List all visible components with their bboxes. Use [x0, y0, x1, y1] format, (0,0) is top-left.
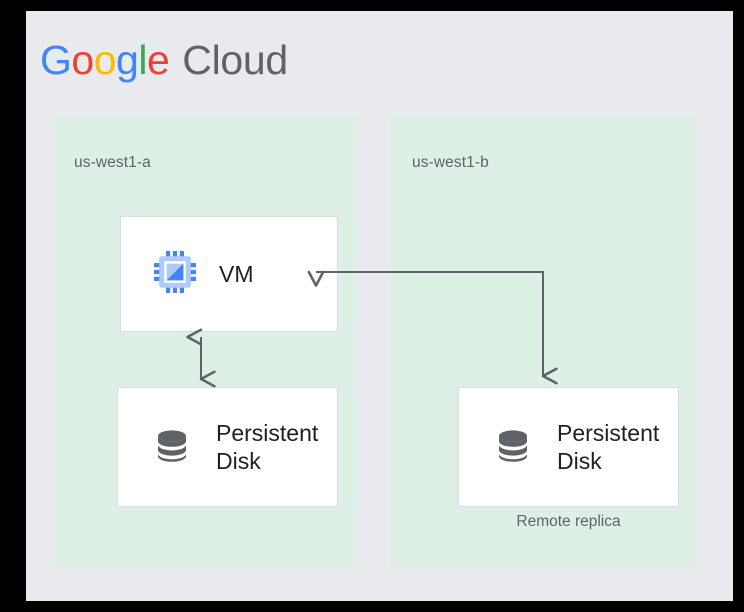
node-persistent-disk-replica-label: Persistent Disk [557, 419, 660, 474]
logo-letter-o2: o [93, 36, 117, 83]
node-persistent-disk-replica[interactable]: Persistent Disk [458, 387, 679, 507]
logo-letter-l: l [138, 36, 147, 83]
logo-letter-g2: g [116, 36, 139, 83]
cpu-chip-icon [153, 250, 197, 299]
node-persistent-disk-primary-label: Persistent Disk [216, 419, 319, 474]
zone-us-west1-a: us-west1-a [52, 117, 357, 567]
zone-a-label: us-west1-a [74, 154, 151, 171]
zone-b-label: us-west1-b [412, 154, 489, 171]
node-vm-label: VM [219, 260, 254, 287]
logo-letter-o1: o [71, 36, 94, 83]
diagram-canvas: Google Cloud us-west1-a [26, 11, 733, 601]
database-disk-icon [491, 423, 535, 472]
node-persistent-disk-primary[interactable]: Persistent Disk [117, 387, 338, 507]
cloud-wordmark: Cloud [182, 36, 288, 83]
node-vm[interactable]: VM [120, 216, 338, 332]
google-wordmark: Google [40, 36, 170, 83]
logo-letter-g1: G [40, 36, 72, 83]
google-cloud-logo: Google Cloud [40, 37, 288, 83]
remote-replica-caption: Remote replica [516, 513, 621, 530]
database-disk-icon [150, 423, 194, 472]
zone-us-west1-b: us-west1-b Persistent Disk Remote replic… [390, 117, 695, 567]
logo-letter-e: e [146, 36, 170, 83]
